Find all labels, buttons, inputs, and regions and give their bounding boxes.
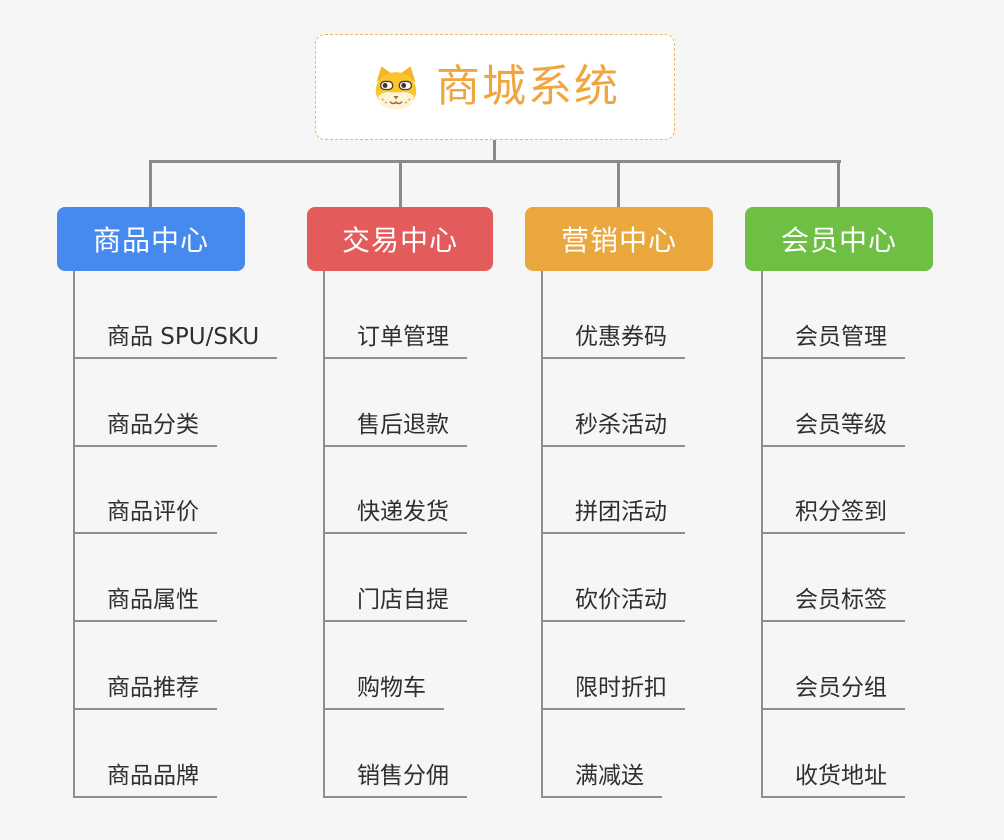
branch-node-member-center[interactable]: 会员中心 bbox=[745, 207, 933, 271]
subtopic-node[interactable]: 销售分佣 bbox=[325, 710, 467, 798]
branch-product-center: 商品中心 商品 SPU/SKU 商品分类 商品评价 商品属性 商品推荐 商品品牌 bbox=[57, 207, 278, 798]
subtopic-node[interactable]: 门店自提 bbox=[325, 534, 467, 623]
connector-drop-4 bbox=[837, 160, 840, 207]
branch-children-product-center: 商品 SPU/SKU 商品分类 商品评价 商品属性 商品推荐 商品品牌 bbox=[73, 271, 278, 798]
subtopic-node[interactable]: 秒杀活动 bbox=[543, 359, 685, 447]
subtopic-node[interactable]: 积分签到 bbox=[763, 447, 905, 535]
subtopic-node[interactable]: 订单管理 bbox=[325, 271, 467, 359]
subtopic-node[interactable]: 商品分类 bbox=[75, 359, 217, 447]
subtopic-node[interactable]: 会员标签 bbox=[763, 534, 905, 623]
subtopic-node[interactable]: 商品品牌 bbox=[75, 710, 217, 798]
subtopic-node[interactable]: 收货地址 bbox=[763, 710, 905, 798]
root-node[interactable]: 商城系统 bbox=[315, 34, 675, 140]
subtopic-node[interactable]: 商品 SPU/SKU bbox=[75, 271, 278, 359]
root-title: 商城系统 bbox=[436, 61, 620, 112]
subtopic-node[interactable]: 会员管理 bbox=[763, 271, 905, 359]
subtopic-node[interactable]: 拼团活动 bbox=[543, 447, 685, 535]
connector-drop-3 bbox=[617, 160, 620, 207]
connector-drop-2 bbox=[399, 160, 402, 207]
subtopic-node[interactable]: 快递发货 bbox=[325, 447, 467, 535]
subtopic-node[interactable]: 会员分组 bbox=[763, 622, 905, 710]
connector-stem bbox=[493, 140, 496, 162]
subtopic-node[interactable]: 砍价活动 bbox=[543, 534, 685, 623]
subtopic-node[interactable]: 限时折扣 bbox=[543, 622, 685, 710]
subtopic-node[interactable]: 商品属性 bbox=[75, 534, 217, 623]
subtopic-node[interactable]: 购物车 bbox=[325, 622, 444, 710]
branch-children-marketing-center: 优惠券码 秒杀活动 拼团活动 砍价活动 限时折扣 满减送 bbox=[541, 271, 713, 798]
branch-node-marketing-center[interactable]: 营销中心 bbox=[525, 207, 713, 271]
branch-trade-center: 交易中心 订单管理 售后退款 快递发货 门店自提 购物车 销售分佣 bbox=[307, 207, 493, 798]
subtopic-node[interactable]: 满减送 bbox=[543, 710, 662, 798]
branch-node-trade-center[interactable]: 交易中心 bbox=[307, 207, 493, 271]
branch-member-center: 会员中心 会员管理 会员等级 积分签到 会员标签 会员分组 收货地址 bbox=[745, 207, 933, 798]
subtopic-node[interactable]: 商品评价 bbox=[75, 447, 217, 535]
subtopic-node[interactable]: 售后退款 bbox=[325, 359, 467, 447]
dog-face-icon bbox=[370, 64, 422, 111]
branch-children-member-center: 会员管理 会员等级 积分签到 会员标签 会员分组 收货地址 bbox=[761, 271, 933, 798]
subtopic-node[interactable]: 会员等级 bbox=[763, 359, 905, 447]
branch-node-product-center[interactable]: 商品中心 bbox=[57, 207, 245, 271]
connector-rail bbox=[149, 160, 841, 163]
branch-marketing-center: 营销中心 优惠券码 秒杀活动 拼团活动 砍价活动 限时折扣 满减送 bbox=[525, 207, 713, 798]
connector-drop-1 bbox=[149, 160, 152, 207]
subtopic-node[interactable]: 优惠券码 bbox=[543, 271, 685, 359]
subtopic-node[interactable]: 商品推荐 bbox=[75, 622, 217, 710]
branch-children-trade-center: 订单管理 售后退款 快递发货 门店自提 购物车 销售分佣 bbox=[323, 271, 493, 798]
